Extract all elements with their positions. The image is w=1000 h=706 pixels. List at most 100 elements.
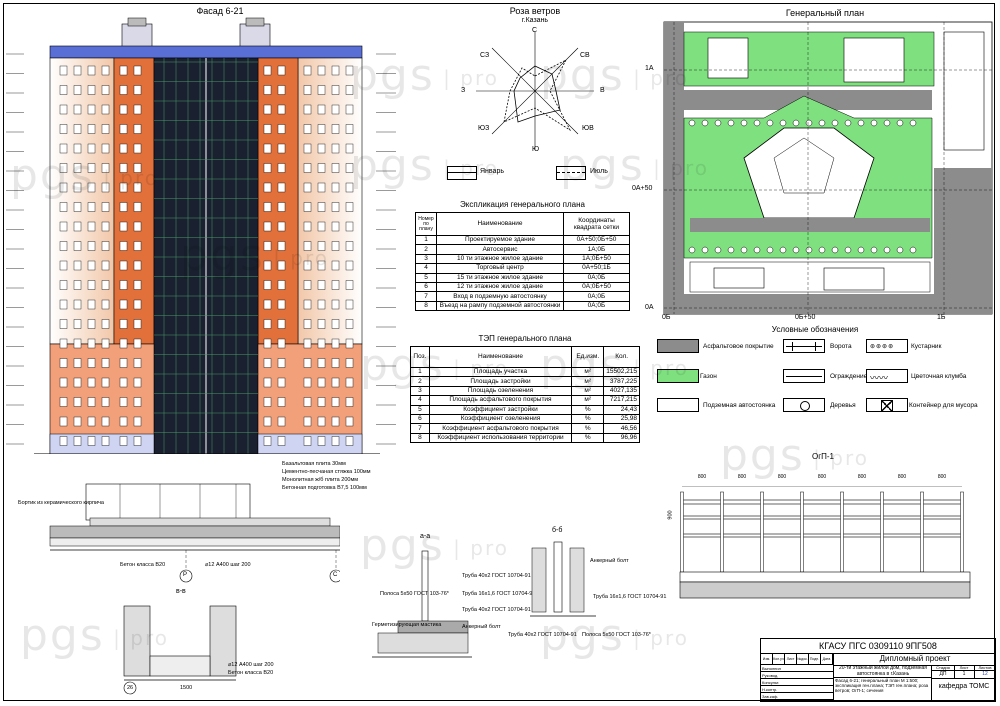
tb-stage: ДП <box>932 670 955 679</box>
rose-legend-jul-swatch <box>556 166 586 180</box>
expl-cell-num: 5 <box>415 272 437 283</box>
tb-col-sheet: Лист <box>954 665 975 671</box>
expl-cell-coords: 1А;0Б <box>563 244 630 255</box>
tep-cell-qty: 46,56 <box>603 423 640 434</box>
wind-rose-diagram <box>476 32 594 150</box>
tep-cell-pos: 6 <box>410 413 430 425</box>
tep-cell-qty: 15502,215 <box>603 366 640 378</box>
expl-cell-name: Проектируемое здание <box>436 234 564 246</box>
explication-table: Номер по плану Наименование Координаты к… <box>415 212 630 312</box>
title-block: КГАСУ ПГС 0309110 9ПГ508 Дипломный проек… <box>760 638 996 702</box>
expl-cell-num: 8 <box>415 300 437 312</box>
tep-cell-name: Площадь асфальтового покрытия <box>428 395 573 406</box>
detail-b-note-3: Труба 40х2 ГОСТ 10704-91 <box>508 632 577 638</box>
legend-flowerbed: Цветочная клумба <box>911 373 967 380</box>
expl-cell-num: 1 <box>415 234 437 246</box>
tep-cell-unit: % <box>571 423 605 434</box>
title-block-sheet-content: Фасад 6-21; генеральный план М 1:500; эк… <box>833 677 931 701</box>
detail-a-label: а-а <box>420 533 431 540</box>
expl-cell-coords: 0А+50;0Б+50 <box>563 234 630 246</box>
rose-dir-nw: СЗ <box>480 52 490 59</box>
tb-role: Консульт. <box>761 679 833 686</box>
floor-section-drawing <box>49 483 340 583</box>
legend-trash: Контейнер для мусора <box>909 402 978 409</box>
detail-a-note-1: Труба 40х2 ГОСТ 10704-91 <box>462 573 531 579</box>
expl-cell-name: Въезд на рампу подземной автостоянки <box>436 300 564 312</box>
tb-role: Зав.каф. <box>761 693 833 700</box>
tep-cell-unit: % <box>571 404 605 415</box>
legend-tree: Деревья <box>830 402 856 409</box>
detail-a-note-2: Полоса 5х50 ГОСТ 103-76* <box>380 591 449 597</box>
fence-dim: 800 <box>777 474 787 480</box>
legend-asphalt-swatch <box>657 339 699 353</box>
fence-dim: 800 <box>897 474 907 480</box>
tep-cell-qty: 4027,135 <box>603 385 640 397</box>
wind-rose-title: Роза ветров <box>509 6 561 16</box>
fence-dim: 800 <box>817 474 827 480</box>
legend-title: Условные обозначения <box>771 325 859 334</box>
tb-col-head: №док. <box>797 653 809 665</box>
axis-p: P <box>183 572 188 578</box>
legend-gate-swatch <box>783 339 825 353</box>
tep-cell-qty: 3787,225 <box>603 376 640 387</box>
legend-parking: Подземная автостоянка <box>703 402 776 409</box>
expl-cell-coords: 0А;0Б <box>563 291 630 302</box>
explication-title: Экспликация генерального плана <box>460 200 585 209</box>
detail-v-drawing <box>123 605 237 695</box>
rose-dir-n: С <box>532 27 538 34</box>
expl-cell-num: 3 <box>415 253 437 265</box>
tep-cell-pos: 2 <box>410 376 430 387</box>
tep-cell-unit: м² <box>571 395 605 406</box>
fence-drawing <box>679 486 971 599</box>
rose-dir-w: З <box>461 87 466 94</box>
expl-cell-name: 10 ти этажное жилое здание <box>436 253 564 265</box>
concrete-note: Бетон класса В20 <box>120 562 166 568</box>
expl-cell-coords: 0А;0Б+50 <box>563 281 630 293</box>
legend-shrub: Кустарник <box>911 343 942 350</box>
expl-cell-name: Вход в подземную автостоянку <box>436 291 564 302</box>
rose-dir-e: В <box>600 87 605 94</box>
detail-v-axis: 26 <box>127 685 134 691</box>
expl-cell-name: Торговый центр <box>436 263 564 274</box>
title-block-code: КГАСУ ПГС 0309110 9ПГ508 <box>761 639 995 654</box>
expl-cell-name: Автосервис <box>436 244 564 255</box>
tep-cell-unit: % <box>571 413 605 425</box>
tep-cell-qty: 24,43 <box>603 404 640 415</box>
layer-3: Монолитная ж/б плита 200мм <box>282 477 359 483</box>
fence-dim: 800 <box>737 474 747 480</box>
expl-cell-num: 2 <box>415 244 437 255</box>
tep-cell-name: Коэффициент асфальтового покрытия <box>428 423 573 434</box>
fence-height: 900 <box>667 510 674 520</box>
tb-sheets: 12 <box>974 670 996 679</box>
tep-cell-pos: 4 <box>410 395 430 406</box>
layer-1: Базальтовая плита 30мм <box>282 461 346 467</box>
legend-shrub-swatch: ⊛⊛⊛⊛ <box>866 339 908 353</box>
legend-gate: Ворота <box>830 343 852 350</box>
tb-dept: кафедра ТОМС <box>938 683 990 690</box>
detail-v-concrete: Бетон класса В20 <box>228 670 274 676</box>
tep-head-qty: Кол. <box>603 346 640 368</box>
rose-dir-s: Ю <box>532 146 540 153</box>
fence-title: ОгП-1 <box>812 452 835 461</box>
tb-role: Руковод. <box>761 672 833 679</box>
legend-lawn: Газон <box>700 373 717 380</box>
tep-cell-name: Коэффициент застройки <box>428 404 573 415</box>
tep-cell-unit: % <box>571 432 605 444</box>
expl-cell-num: 7 <box>415 291 437 302</box>
rose-legend-jan: Январь <box>480 168 504 175</box>
fence-dim: 800 <box>857 474 867 480</box>
rebar-note: ⌀12 А400 шаг 200 <box>205 562 251 568</box>
expl-head-num: Номер по плану <box>415 212 437 236</box>
